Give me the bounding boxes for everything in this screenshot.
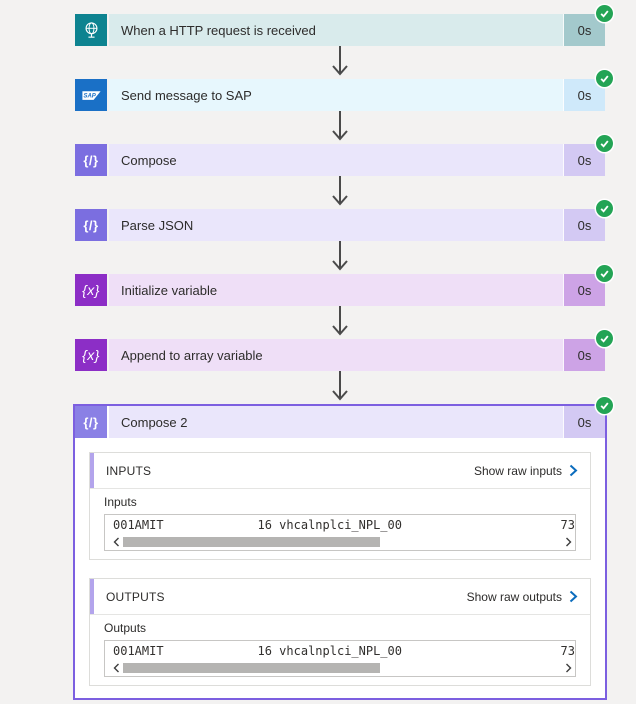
outputs-section-body: Outputs 001AMIT 16 vhcalnplci_NPL_00 73 bbox=[90, 615, 590, 685]
outputs-value-row: 001AMIT 16 vhcalnplci_NPL_00 73 bbox=[113, 643, 575, 660]
show-raw-inputs-label: Show raw inputs bbox=[473, 463, 562, 478]
scroll-right-icon[interactable] bbox=[565, 537, 572, 547]
inputs-section-header: INPUTS Show raw inputs bbox=[90, 453, 590, 489]
scroll-right-icon[interactable] bbox=[565, 663, 572, 673]
connector-arrow bbox=[75, 371, 605, 404]
step-header[interactable]: {/} Compose 2 0s bbox=[75, 406, 605, 438]
scroll-left-icon[interactable] bbox=[113, 537, 120, 547]
outputs-value-end: 73 bbox=[560, 644, 575, 658]
success-check-icon bbox=[596, 397, 613, 414]
step-title-text: Initialize variable bbox=[121, 282, 218, 298]
step-parse-json[interactable]: {/} Parse JSON 0s bbox=[75, 200, 613, 241]
outputs-value-text: 001AMIT 16 vhcalnplci_NPL_00 bbox=[113, 644, 402, 658]
code-braces-icon: {/} bbox=[75, 209, 107, 241]
step-title: Parse JSON bbox=[109, 209, 563, 241]
outputs-section: OUTPUTS Show raw outputs Outputs 001AMIT… bbox=[89, 578, 591, 686]
step-compose[interactable]: {/} Compose 0s bbox=[75, 135, 613, 176]
code-braces-glyph: {/} bbox=[83, 152, 99, 168]
success-check-icon bbox=[596, 330, 613, 347]
scrollbar-thumb[interactable] bbox=[123, 662, 381, 673]
sap-icon: SAP bbox=[75, 79, 107, 111]
success-check-icon bbox=[596, 70, 613, 87]
step-title-text: Compose 2 bbox=[121, 414, 188, 430]
inputs-field-label: Inputs bbox=[104, 495, 137, 509]
code-braces-glyph: {/} bbox=[83, 414, 99, 430]
step-details-body: INPUTS Show raw inputs Inputs 001AMIT 16… bbox=[75, 438, 605, 698]
success-check-icon bbox=[596, 265, 613, 282]
http-globe-icon bbox=[75, 14, 107, 46]
duration-badge: 0s bbox=[563, 79, 605, 111]
step-title-text: Compose bbox=[121, 152, 177, 168]
success-check-icon bbox=[596, 5, 613, 22]
variable-icon: {x} bbox=[75, 274, 107, 306]
step-title: Compose bbox=[109, 144, 563, 176]
code-braces-glyph: {/} bbox=[83, 217, 99, 233]
step-compose-2-expanded-card[interactable]: {/} Compose 2 0s INPUTS Show raw in bbox=[73, 397, 613, 700]
variable-glyph: {x} bbox=[82, 282, 100, 298]
inputs-horizontal-scrollbar[interactable] bbox=[113, 535, 575, 548]
step-when-http-request-received[interactable]: When a HTTP request is received 0s bbox=[75, 5, 613, 46]
connector-arrow bbox=[75, 306, 605, 339]
success-check-icon bbox=[596, 135, 613, 152]
step-title-text: Append to array variable bbox=[121, 347, 263, 363]
outputs-section-header: OUTPUTS Show raw outputs bbox=[90, 579, 590, 615]
chevron-right-icon bbox=[569, 590, 578, 603]
code-braces-icon: {/} bbox=[75, 406, 107, 438]
inputs-section: INPUTS Show raw inputs Inputs 001AMIT 16… bbox=[89, 452, 591, 560]
step-append-to-array-variable[interactable]: {x} Append to array variable 0s bbox=[75, 330, 613, 371]
variable-glyph: {x} bbox=[82, 347, 100, 363]
step-title-text: Send message to SAP bbox=[121, 87, 252, 103]
connector-arrow bbox=[75, 176, 605, 209]
step-title: Append to array variable bbox=[109, 339, 563, 371]
section-accent-stripe bbox=[90, 579, 94, 614]
svg-text:SAP: SAP bbox=[83, 93, 96, 99]
step-title: When a HTTP request is received bbox=[109, 14, 563, 46]
show-raw-inputs-link[interactable]: Show raw inputs bbox=[474, 464, 578, 478]
inputs-value-text: 001AMIT 16 vhcalnplci_NPL_00 bbox=[113, 518, 402, 532]
connector-arrow bbox=[75, 241, 605, 274]
code-braces-icon: {/} bbox=[75, 144, 107, 176]
outputs-field-label: Outputs bbox=[104, 621, 147, 635]
show-raw-outputs-label: Show raw outputs bbox=[466, 589, 562, 604]
step-title-text: Parse JSON bbox=[121, 217, 194, 233]
step-initialize-variable[interactable]: {x} Initialize variable 0s bbox=[75, 265, 613, 306]
connector-arrow bbox=[75, 111, 605, 144]
success-check-icon bbox=[596, 200, 613, 217]
connector-arrow bbox=[75, 46, 605, 79]
scrollbar-thumb[interactable] bbox=[123, 536, 381, 547]
step-title: Send message to SAP bbox=[109, 79, 563, 111]
variable-icon: {x} bbox=[75, 339, 107, 371]
inputs-value-end: 73 bbox=[560, 518, 575, 532]
step-send-message-to-sap[interactable]: SAP Send message to SAP 0s bbox=[75, 70, 613, 111]
section-accent-stripe bbox=[90, 453, 94, 488]
outputs-value-box: 001AMIT 16 vhcalnplci_NPL_00 73 bbox=[104, 640, 576, 677]
inputs-section-body: Inputs 001AMIT 16 vhcalnplci_NPL_00 73 bbox=[90, 489, 590, 559]
outputs-section-title: OUTPUTS bbox=[106, 589, 165, 604]
inputs-value-box: 001AMIT 16 vhcalnplci_NPL_00 73 bbox=[104, 514, 576, 551]
step-title: Initialize variable bbox=[109, 274, 563, 306]
step-title-text: When a HTTP request is received bbox=[121, 22, 316, 38]
outputs-horizontal-scrollbar[interactable] bbox=[113, 661, 575, 674]
step-title: Compose 2 bbox=[109, 406, 563, 438]
inputs-value-row: 001AMIT 16 vhcalnplci_NPL_00 73 bbox=[113, 517, 575, 534]
show-raw-outputs-link[interactable]: Show raw outputs bbox=[467, 590, 578, 604]
chevron-right-icon bbox=[569, 464, 578, 477]
inputs-section-title: INPUTS bbox=[106, 463, 152, 478]
scroll-left-icon[interactable] bbox=[113, 663, 120, 673]
flow-column: When a HTTP request is received 0s SAP S… bbox=[73, 5, 613, 700]
